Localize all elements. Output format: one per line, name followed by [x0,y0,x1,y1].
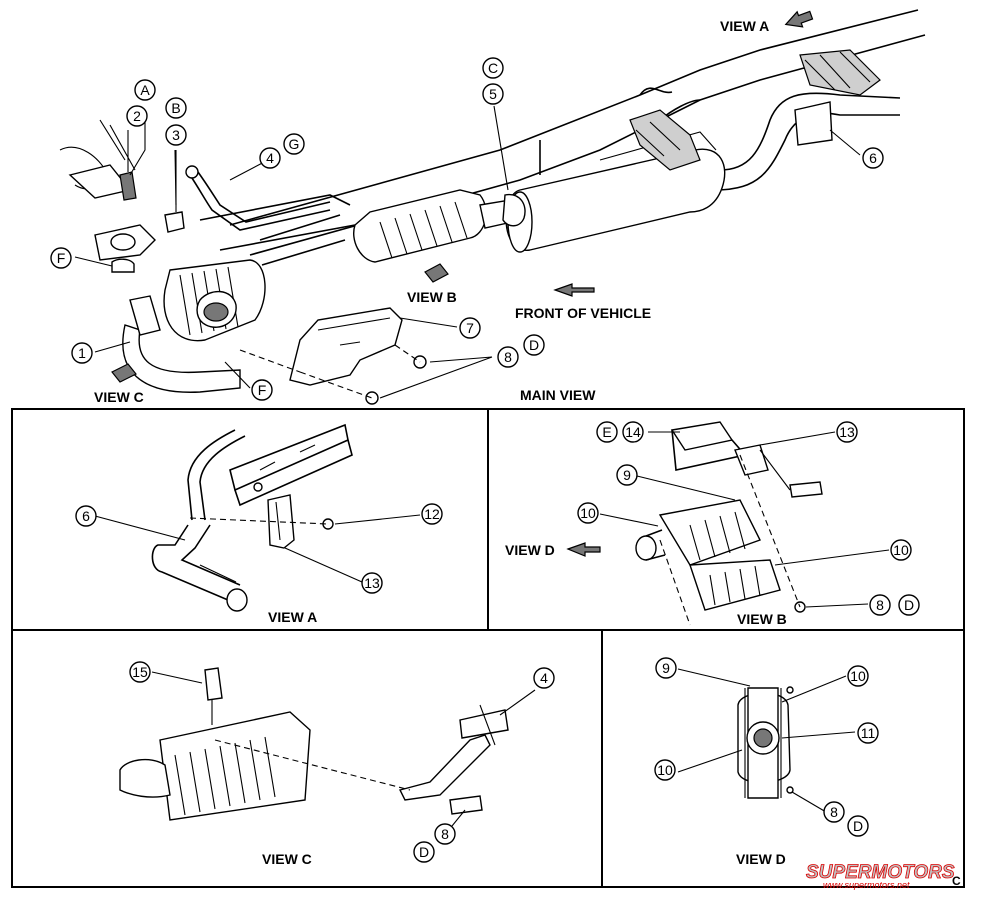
view-d-arrow-label: VIEW D [505,542,555,558]
view-c-panel: 15 4 8 D VIEW C [119,661,555,867]
view-c-main-label: VIEW C [94,389,144,405]
view-b-callout-8: 8 [876,597,884,613]
view-a-callout-12: 12 [424,506,440,522]
callout-3: 3 [172,127,180,143]
view-d-callout-D: D [853,818,863,834]
supermotors-watermark: SUPERMOTORS www.supermotors.net C [806,862,961,890]
view-d-callout-10b: 10 [657,762,673,778]
view-b-label: VIEW B [737,611,787,627]
view-b-callout-E: E [602,424,611,440]
view-c-label: VIEW C [262,851,312,867]
view-d-callout-10a: 10 [850,668,866,684]
callout-5: 5 [489,86,497,102]
front-of-vehicle-label: FRONT OF VEHICLE [515,305,651,321]
view-b-callout-13: 13 [839,424,855,440]
view-b-main-label: VIEW B [407,289,457,305]
callout-A: A [140,82,150,98]
callout-7: 7 [466,320,474,336]
view-c-callout-D: D [419,844,429,860]
view-b-callout-14: 14 [625,424,641,440]
view-d-callout-11: 11 [861,725,876,741]
callout-C: C [488,60,498,76]
view-b-callout-10a: 10 [580,505,596,521]
view-b-callout-D: D [904,597,914,613]
view-c-callout-4: 4 [540,670,548,686]
main-callouts: A 2 B 3 4 G C 5 6 7 8 D F 1 F [50,57,884,401]
callout-6: 6 [869,150,877,166]
view-a-callout-13: 13 [364,575,380,591]
view-b-callout-9: 9 [623,467,631,483]
main-view-label: MAIN VIEW [520,387,596,403]
callout-B: B [171,100,180,116]
view-d-panel: 9 10 11 10 8 D VIEW D [654,657,879,867]
callout-1: 1 [78,345,86,361]
view-a-panel: 6 12 13 VIEW A [75,423,443,625]
callout-F-bottom: F [258,382,267,398]
view-c-callout-8: 8 [441,826,449,842]
view-d-label: VIEW D [736,851,786,867]
callout-G: G [289,136,300,152]
view-b-panel: E 14 13 9 10 10 8 D VIEW D VIEW B [505,421,920,627]
watermark-brand: SUPERMOTORS [806,862,955,883]
callout-4: 4 [266,150,274,166]
watermark-url: www.supermotors.net [823,880,910,890]
main-view [59,9,926,405]
callout-2: 2 [133,108,141,124]
view-d-callout-9: 9 [662,660,670,676]
view-d-callout-8: 8 [830,804,838,820]
view-a-label: VIEW A [268,609,317,625]
callout-8: 8 [504,349,512,365]
view-a-callout-6: 6 [82,508,90,524]
corner-mark: C [952,874,961,888]
view-a-top-label: VIEW A [720,18,769,34]
callout-D: D [529,337,539,353]
callout-F-top: F [57,250,66,266]
view-c-callout-15: 15 [132,664,148,680]
view-b-callout-10b: 10 [893,542,909,558]
